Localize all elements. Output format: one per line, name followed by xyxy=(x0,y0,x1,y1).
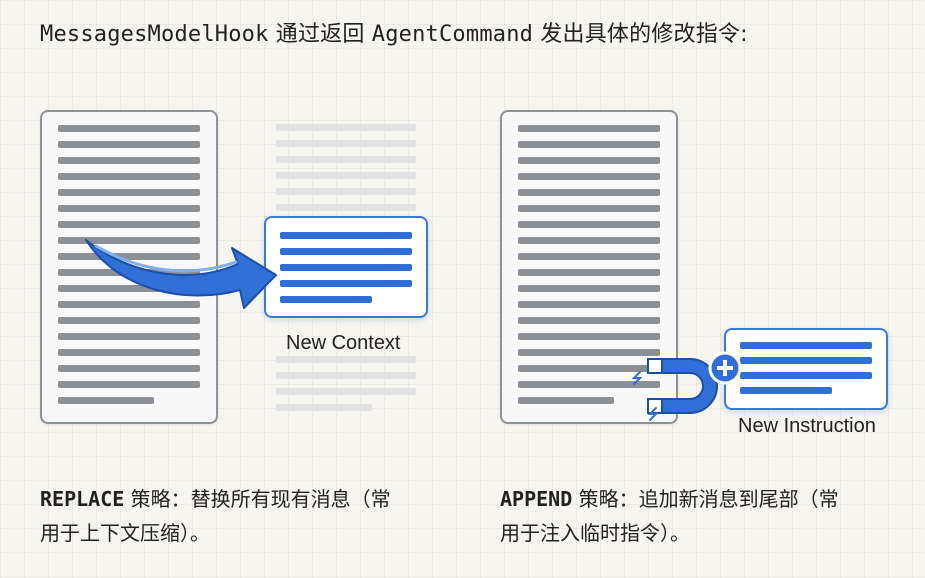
title-command-name: AgentCommand xyxy=(371,22,534,47)
message-line xyxy=(58,173,200,180)
replace-caption-rest: 策略：替换所有现有消息（常 xyxy=(124,487,391,511)
message-line xyxy=(518,269,660,276)
instruction-line xyxy=(740,357,872,364)
replace-caption: REPLACE 策略：替换所有现有消息（常 用于上下文压缩）。 xyxy=(40,482,391,550)
context-line xyxy=(280,264,412,271)
message-line xyxy=(518,285,660,292)
append-caption-line2: 用于注入临时指令）。 xyxy=(500,521,690,545)
replace-caption-line2: 用于上下文压缩）。 xyxy=(40,521,210,545)
new-instruction-label: New Instruction xyxy=(738,415,876,437)
context-line xyxy=(280,296,372,303)
context-line xyxy=(280,232,412,239)
ghost-message-line xyxy=(276,124,416,131)
message-line xyxy=(58,349,200,356)
title-tail: 发出具体的修改指令: xyxy=(533,22,748,47)
new-instruction-card xyxy=(724,328,888,410)
message-line xyxy=(58,221,200,228)
replace-keyword: REPLACE xyxy=(40,487,125,511)
instruction-line xyxy=(740,372,872,379)
ghost-message-line xyxy=(276,356,416,363)
append-caption: APPEND 策略：追加新消息到尾部（常 用于注入临时指令）。 xyxy=(500,482,839,550)
message-line xyxy=(58,157,200,164)
message-line xyxy=(518,301,660,308)
title-middle: 通过返回 xyxy=(268,22,372,47)
append-original-messages-document xyxy=(500,110,678,424)
append-caption-rest: 策略：追加新消息到尾部（常 xyxy=(572,487,839,511)
title-class-name: MessagesModelHook xyxy=(40,22,269,47)
ghost-message-line xyxy=(276,204,416,211)
append-keyword: APPEND xyxy=(500,487,573,511)
magnet-icon xyxy=(631,358,718,421)
message-line xyxy=(518,333,660,340)
page-title: MessagesModelHook 通过返回 AgentCommand 发出具体… xyxy=(40,16,748,48)
ghost-message-line xyxy=(276,372,416,379)
message-line xyxy=(58,317,200,324)
message-line xyxy=(58,253,200,260)
plus-circle-icon xyxy=(708,351,742,385)
ghost-message-line xyxy=(276,404,372,411)
context-line xyxy=(280,248,412,255)
message-line xyxy=(518,157,660,164)
message-line xyxy=(518,221,660,228)
ghost-message-line xyxy=(276,156,416,163)
message-line xyxy=(518,237,660,244)
ghost-message-line xyxy=(276,388,416,395)
message-line xyxy=(58,285,200,292)
message-line xyxy=(58,397,154,404)
message-line xyxy=(518,189,660,196)
message-line xyxy=(58,381,200,388)
instruction-line xyxy=(740,342,872,349)
message-line xyxy=(518,205,660,212)
message-line xyxy=(518,397,614,404)
message-line xyxy=(58,237,200,244)
message-line xyxy=(518,381,660,388)
message-line xyxy=(58,141,200,148)
ghost-message-line xyxy=(276,140,416,147)
message-line xyxy=(518,253,660,260)
new-context-card xyxy=(264,216,428,318)
message-line xyxy=(518,173,660,180)
message-line xyxy=(518,141,660,148)
message-line xyxy=(58,189,200,196)
message-line xyxy=(58,301,200,308)
ghost-message-line xyxy=(276,172,416,179)
append-caption-line1: APPEND 策略：追加新消息到尾部（常 xyxy=(500,482,839,516)
curved-arrow-icon xyxy=(85,239,277,309)
context-line xyxy=(280,280,412,287)
replace-caption-line1: REPLACE 策略：替换所有现有消息（常 xyxy=(40,482,391,516)
message-line xyxy=(518,365,660,372)
message-line xyxy=(58,205,200,212)
instruction-line xyxy=(740,387,832,394)
message-line xyxy=(518,317,660,324)
new-context-label: New Context xyxy=(286,332,401,354)
message-line xyxy=(58,333,200,340)
message-line xyxy=(518,125,660,132)
message-line xyxy=(518,349,660,356)
message-line xyxy=(58,365,200,372)
message-line xyxy=(58,125,200,132)
ghost-message-line xyxy=(276,188,416,195)
